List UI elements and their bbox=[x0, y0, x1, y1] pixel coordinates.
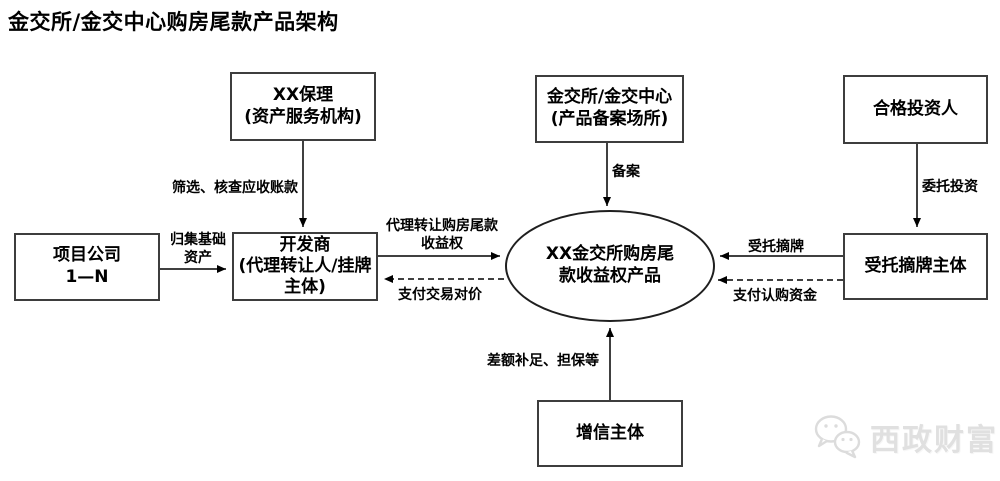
edge-label-agent-transfer-line1: 代理转让购房尾款 bbox=[386, 218, 498, 234]
edge-label-agent-transfer: 代理转让购房尾款 收益权 bbox=[378, 218, 506, 253]
node-product-line1: XX金交所购房尾 bbox=[545, 244, 675, 265]
node-factoring-name: XX保理 bbox=[272, 84, 334, 105]
node-product-ellipse: XX金交所购房尾 款收益权产品 bbox=[505, 210, 715, 322]
node-trustee-name: 受托摘牌主体 bbox=[864, 255, 967, 276]
node-exchange-role: (产品备案场所) bbox=[550, 109, 669, 129]
node-developer-name: 开发商 bbox=[279, 234, 331, 255]
node-project-name: 项目公司 bbox=[53, 245, 121, 266]
node-investor-name: 合格投资人 bbox=[873, 98, 958, 119]
edge-label-entrusted-delisting: 受托摘牌 bbox=[748, 239, 804, 255]
page-title: 金交所/金交中心购房尾款产品架构 bbox=[8, 10, 339, 34]
edge-label-pay-subscription: 支付认购资金 bbox=[733, 288, 817, 304]
edge-label-agent-transfer-line2: 收益权 bbox=[421, 235, 463, 252]
node-credit-enhancer: 增信主体 bbox=[537, 400, 683, 467]
edge-label-collect-assets: 归集基础 资产 bbox=[162, 232, 234, 267]
node-developer-role: (代理转让人/挂牌主体) bbox=[238, 255, 372, 298]
node-delisting-trustee: 受托摘牌主体 bbox=[843, 233, 988, 300]
node-factoring-role: (资产服务机构) bbox=[244, 106, 362, 127]
edge-label-collect-line1: 归集基础 bbox=[170, 232, 226, 248]
edge-label-credit-support: 差额补足、担保等 bbox=[487, 353, 599, 369]
node-financial-exchange: 金交所/金交中心 (产品备案场所) bbox=[535, 75, 684, 143]
edge-label-entrust-investment: 委托投资 bbox=[922, 179, 978, 195]
edge-label-pay-consideration: 支付交易对价 bbox=[398, 287, 482, 303]
watermark: 西政财富 bbox=[812, 412, 998, 462]
node-product-line2: 款收益权产品 bbox=[559, 266, 661, 286]
edge-label-collect-line2: 资产 bbox=[184, 249, 212, 266]
edge-label-screening: 筛选、核查应收账款 bbox=[172, 180, 298, 196]
node-developer: 开发商 (代理转让人/挂牌主体) bbox=[232, 232, 378, 301]
node-exchange-name: 金交所/金交中心 bbox=[546, 87, 673, 108]
node-project-company: 项目公司 1—N bbox=[14, 233, 160, 301]
node-qualified-investor: 合格投资人 bbox=[843, 75, 988, 144]
node-credit-name: 增信主体 bbox=[576, 422, 644, 443]
node-factoring-company: XX保理 (资产服务机构) bbox=[230, 72, 376, 141]
wechat-logo-icon bbox=[814, 415, 861, 459]
watermark-text: 西政财富 bbox=[870, 423, 998, 458]
edge-label-filing: 备案 bbox=[612, 164, 640, 180]
node-project-range: 1—N bbox=[65, 267, 109, 287]
